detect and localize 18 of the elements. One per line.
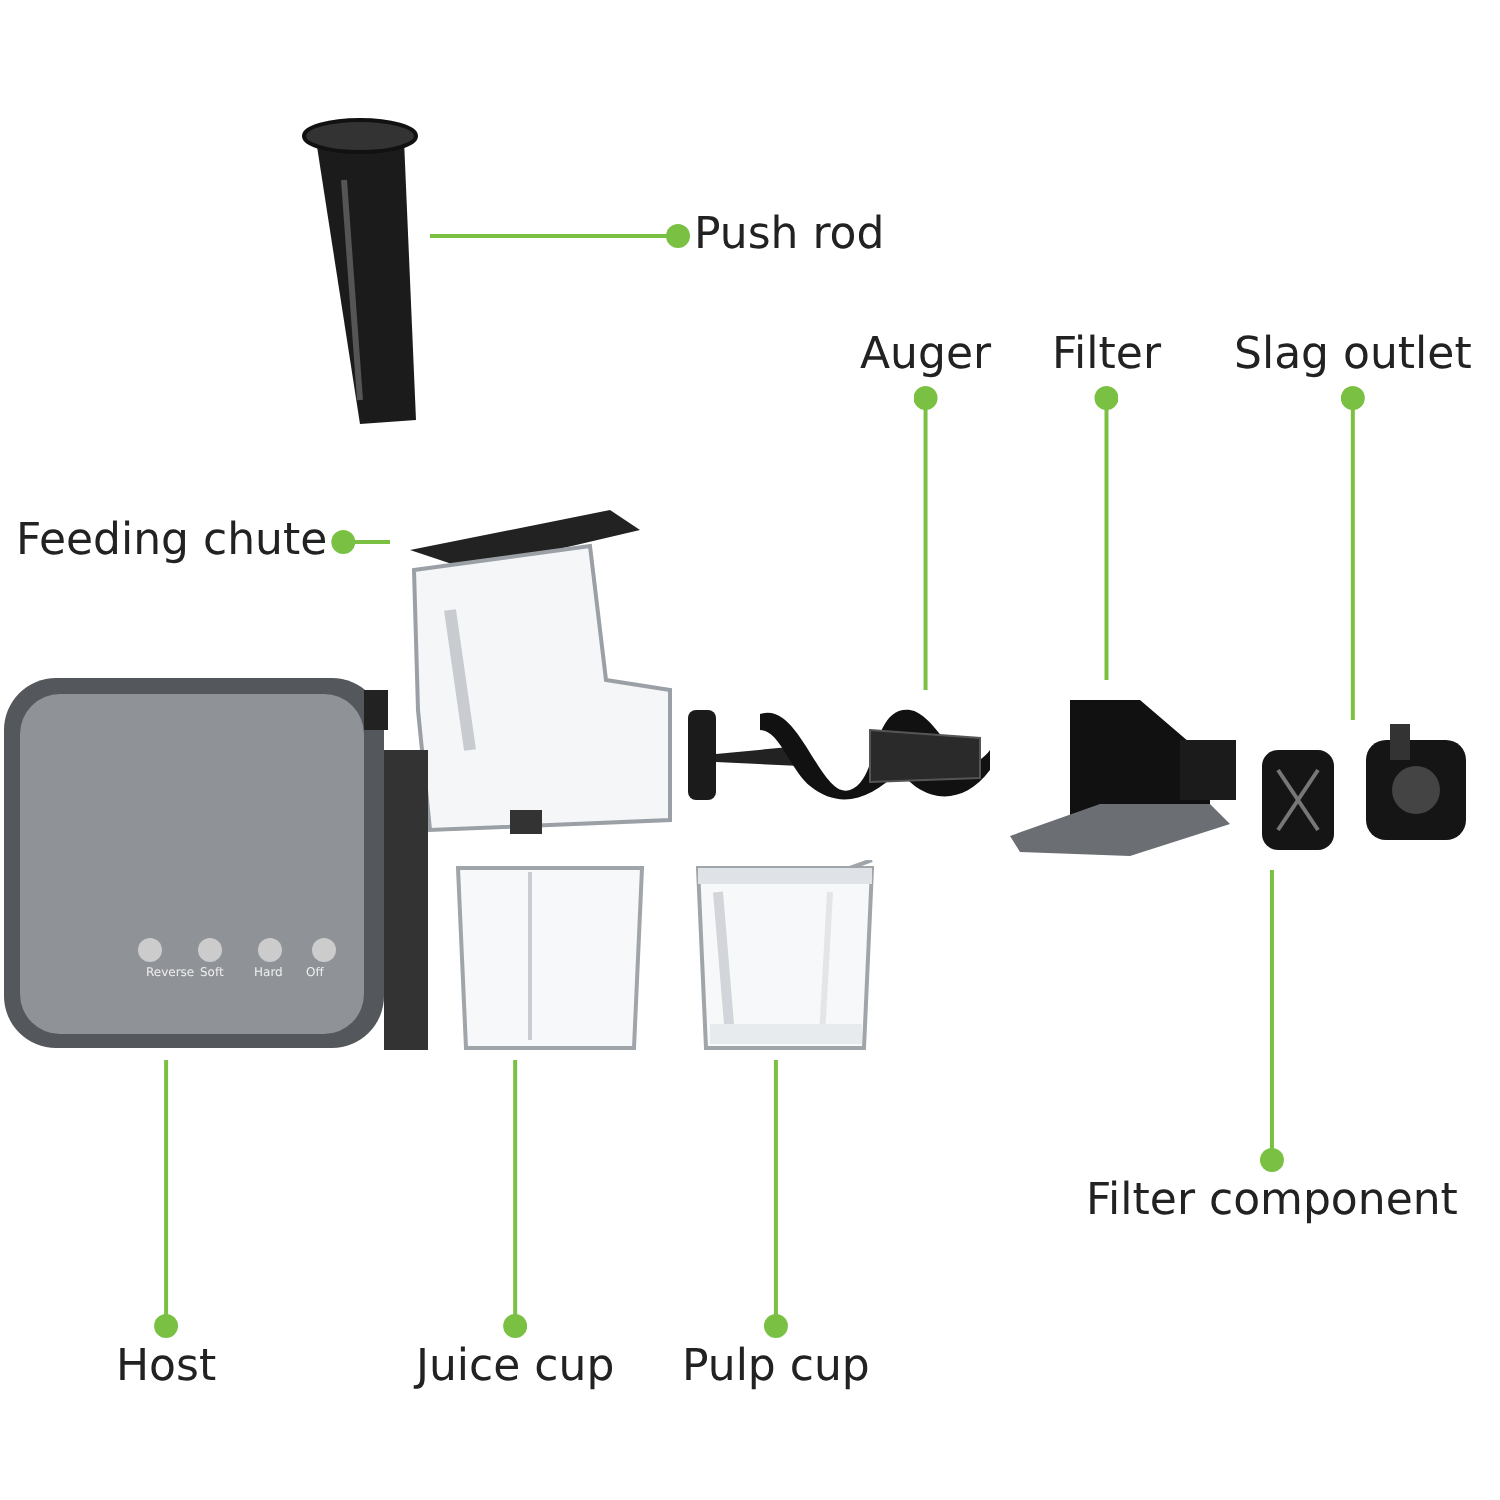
leader-line <box>763 1060 788 1338</box>
leader-line <box>913 386 938 690</box>
part-label: Pulp cup <box>666 1326 886 1410</box>
leader-line <box>430 224 690 248</box>
part-label: Host <box>100 1326 233 1410</box>
part-label: Filter <box>1036 314 1177 398</box>
part-label: Filter component <box>1070 1160 1474 1244</box>
part-label: Feeding chute <box>0 500 344 584</box>
part-label: Slag outlet <box>1218 314 1488 398</box>
part-label: Auger <box>844 314 1008 398</box>
part-label: Juice cup <box>400 1326 631 1410</box>
leader-line <box>503 1060 528 1338</box>
leader-line <box>1340 386 1365 720</box>
part-label: Push rod <box>678 194 901 278</box>
leader-line <box>1094 386 1119 680</box>
leader-line <box>331 530 390 554</box>
leader-line <box>154 1060 179 1338</box>
leader-line <box>1259 870 1284 1172</box>
